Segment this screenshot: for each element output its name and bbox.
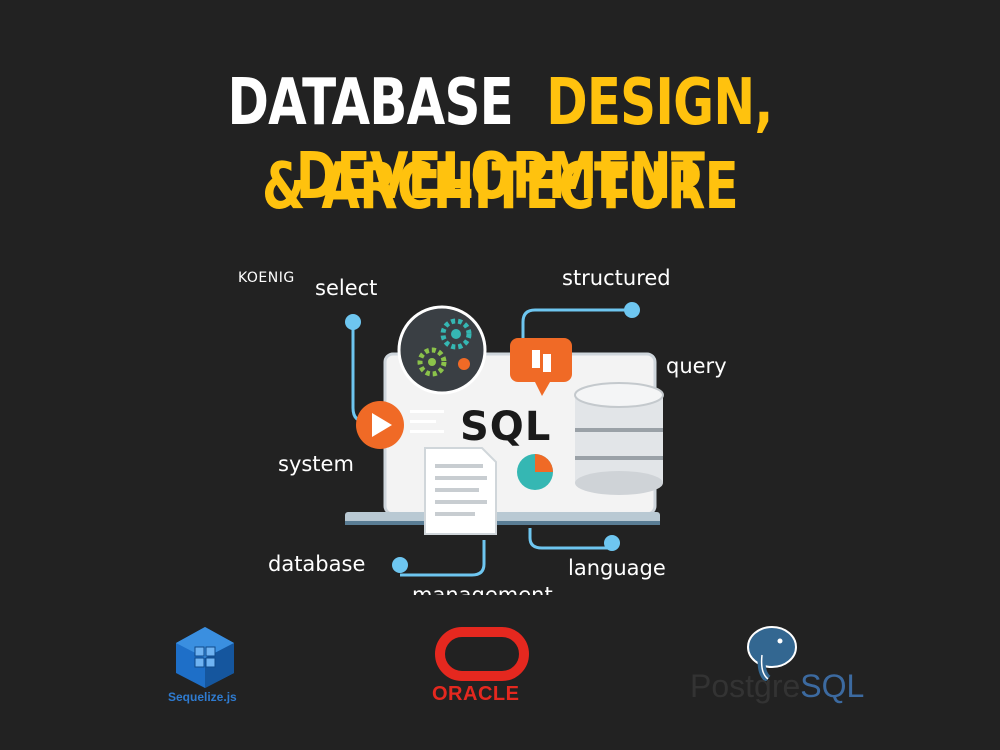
title-design-development: DESIGN, DEVELOPMENT (295, 66, 773, 214)
sequelize-logo-icon (176, 627, 234, 688)
play-icon (356, 401, 444, 449)
word-query: query (666, 354, 727, 378)
page-title-line-1: DATABASE DESIGN, DEVELOPMENT (110, 66, 890, 214)
word-select: select (315, 276, 378, 300)
sequelize-label: Sequelize.js (168, 690, 237, 704)
sql-label: SQL (460, 404, 552, 450)
oracle-logo-icon (435, 627, 529, 681)
database-icon (574, 382, 664, 495)
page-title-line-2: & ARCHITECTURE (262, 150, 739, 224)
postgres-wordmark-b: SQL (800, 668, 865, 704)
word-structured: structured (562, 266, 671, 290)
koenig-brand: KOENIG (238, 270, 295, 286)
word-language: language (568, 556, 666, 580)
postgresql-label: PostgreSQL (690, 668, 864, 705)
gears-icon (397, 305, 487, 395)
title-word-database: DATABASE (227, 66, 513, 140)
sql-illustration: KOENIG select structured query system da… (220, 250, 740, 595)
oracle-label: ORACLE (432, 683, 520, 705)
chat-bubble-icon (510, 338, 572, 396)
document-icon (424, 447, 497, 535)
pie-chart-icon (517, 454, 553, 490)
word-database: database (268, 552, 366, 576)
postgres-wordmark-a: Postgre (690, 668, 801, 704)
illustration-graphics (345, 302, 664, 577)
elephant-icon (747, 626, 797, 681)
word-system: system (278, 452, 354, 476)
word-management: management (412, 583, 553, 595)
